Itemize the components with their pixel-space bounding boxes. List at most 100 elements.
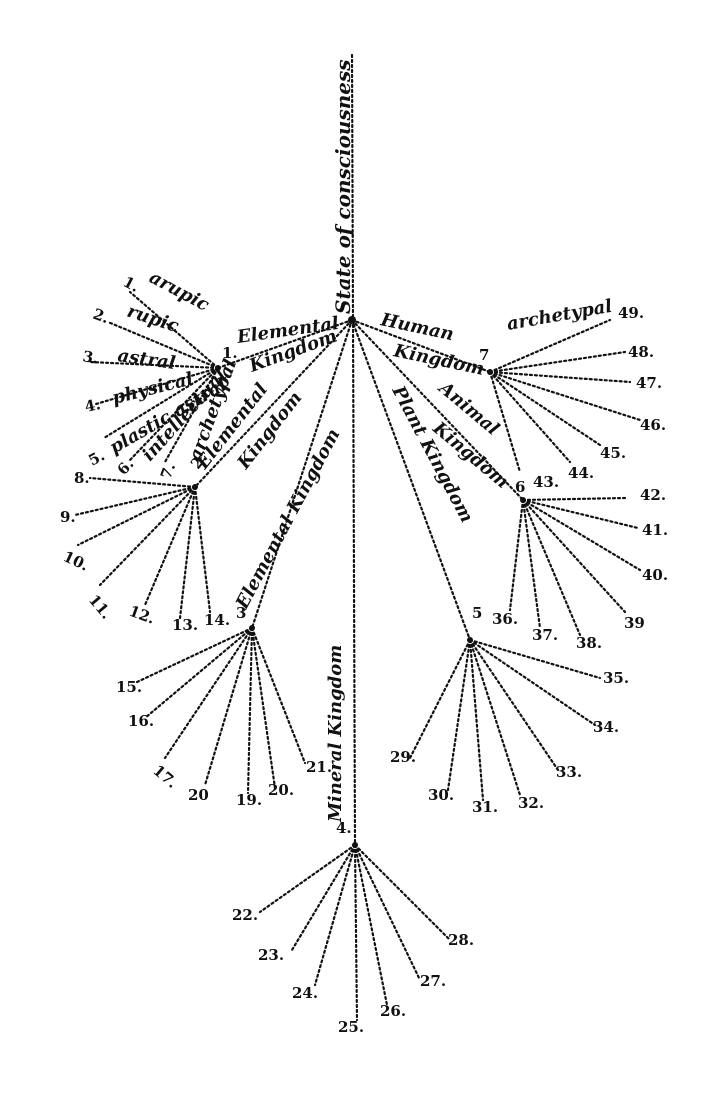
leaf-number-15: 15. [116, 678, 142, 696]
node-e1 [215, 365, 221, 371]
leaf-number-38: 38. [576, 634, 602, 652]
leaf-edge-7 [163, 366, 220, 464]
leaf-number-13: 13. [172, 616, 198, 634]
node-label-m4: 4. [336, 819, 352, 837]
leaf-number-29: 29. [390, 748, 416, 766]
leaf-edge-41 [521, 498, 640, 530]
leaf-number-46: 46. [640, 416, 666, 434]
leaf-edge-9 [73, 485, 197, 517]
leaf-edge-30 [446, 638, 472, 792]
leaf-edge-31 [468, 638, 485, 802]
leaf-number-3: 3. [81, 347, 100, 367]
leaf-number-25: 25. [338, 1018, 364, 1036]
leaf-edge-29 [408, 638, 472, 760]
leaf-edge-34 [468, 638, 597, 727]
leaf-number-17: 17. [149, 761, 181, 792]
leaf-name-3: astral [116, 345, 177, 374]
kingdom-edge-p5 [350, 318, 472, 642]
leaf-edge-26 [353, 843, 390, 1012]
leaf-edge-4 [94, 366, 220, 406]
leaf-number-26: 26. [380, 1002, 406, 1020]
leaf-edge-35 [468, 638, 602, 680]
leaf-edge-6 [128, 366, 220, 462]
leaf-edge-10 [76, 485, 197, 547]
leaf-edge-21 [250, 626, 307, 765]
kingdom-edge-e3 [250, 318, 354, 630]
kingdom-label-k-h-1: Kingdom [391, 340, 486, 380]
leaf-edge-45 [488, 370, 602, 447]
leaf-edge-42 [521, 496, 627, 502]
leaf-edge-13 [178, 485, 197, 620]
leaf-number-37: 37. [532, 626, 558, 644]
node-label-e1: 1. [222, 344, 238, 362]
leaf-edge-48 [488, 350, 627, 374]
node-label-a6: 6 [515, 478, 525, 496]
kingdom-label-k-m-0: Mineral Kingdom [325, 645, 346, 823]
leaf-edge-32 [468, 638, 522, 797]
leaf-number-10: 10. [60, 547, 91, 574]
leaf-edge-14 [193, 485, 212, 614]
leaf-number-41: 41. [642, 521, 668, 539]
axis-line [350, 53, 357, 847]
leaf-edge-38 [521, 498, 582, 637]
node-a6 [520, 497, 526, 503]
leaf-edge-28 [353, 843, 452, 942]
leaf-edge-36 [508, 498, 525, 612]
leaf-edge-39 [521, 498, 627, 614]
leaf-number-11: 11. [85, 591, 116, 623]
leaf-number-16: 16. [128, 712, 154, 730]
leaf-number-7: 7. [157, 460, 179, 481]
leaf-edge-19 [246, 626, 254, 795]
kingdom-label-k-h-0: Human [378, 309, 456, 345]
leaf-number-48: 48. [628, 343, 654, 361]
kingdom-edge-e2 [193, 318, 354, 489]
kingdom-edge-h7 [350, 318, 492, 374]
leaf-edge-49 [488, 318, 612, 374]
leaf-number-39: 39 [624, 614, 645, 632]
leaf-number-42: 42. [640, 486, 666, 504]
leaf-number-49: 49. [618, 304, 644, 322]
leaf-number-4: 4. [83, 395, 102, 416]
leaf-number-8: 8. [74, 469, 90, 487]
node-e2 [192, 484, 198, 490]
leaf-edge-2 [106, 320, 220, 370]
leaf-edge-47 [488, 370, 632, 384]
leaf-number-45: 45. [600, 444, 626, 462]
leaf-number-35: 35. [603, 669, 629, 687]
leaf-number-44: 44. [568, 464, 594, 482]
leaf-edge-15 [133, 626, 254, 685]
leaf-number-47: 47. [636, 374, 662, 392]
leaf-edge-5 [102, 366, 220, 440]
leaf-number-1: 1. [120, 273, 142, 296]
leaf-edge-17 [163, 626, 254, 760]
leaf-number-32: 32. [518, 794, 544, 812]
leaf-edge-23 [290, 843, 357, 952]
leaf-number-33: 33. [556, 763, 582, 781]
node-label-p5: 5 [472, 604, 482, 622]
leaf-edge-11 [98, 485, 197, 587]
leaf-number-20: 20. [268, 781, 294, 799]
leaf-number-31: 31. [472, 798, 498, 816]
leaf-edge-40 [521, 498, 642, 572]
leaf-number-40: 40. [642, 566, 668, 584]
leaf-number-36: 36. [492, 610, 518, 628]
node-p5 [467, 637, 473, 643]
node-e3 [249, 625, 255, 631]
leaf-number-34: 34. [593, 718, 619, 736]
leaf-number-18: 20 [188, 786, 209, 804]
leaf-edge-27 [353, 843, 422, 982]
leaf-edge-3 [88, 360, 220, 370]
node-label-h7: 7 [479, 346, 489, 364]
leaf-number-27: 27. [420, 972, 446, 990]
leaf-number-23: 23. [258, 946, 284, 964]
axis-label: State of consciousness [331, 60, 355, 315]
leaf-number-30: 30. [428, 786, 454, 804]
leaf-edge-44 [488, 370, 572, 464]
leaf-edge-33 [468, 638, 560, 772]
leaf-number-24: 24. [292, 984, 318, 1002]
kingdom-edge-e1 [216, 318, 354, 370]
node-h7 [487, 369, 493, 375]
leaf-name-49: archetypal [505, 296, 614, 335]
